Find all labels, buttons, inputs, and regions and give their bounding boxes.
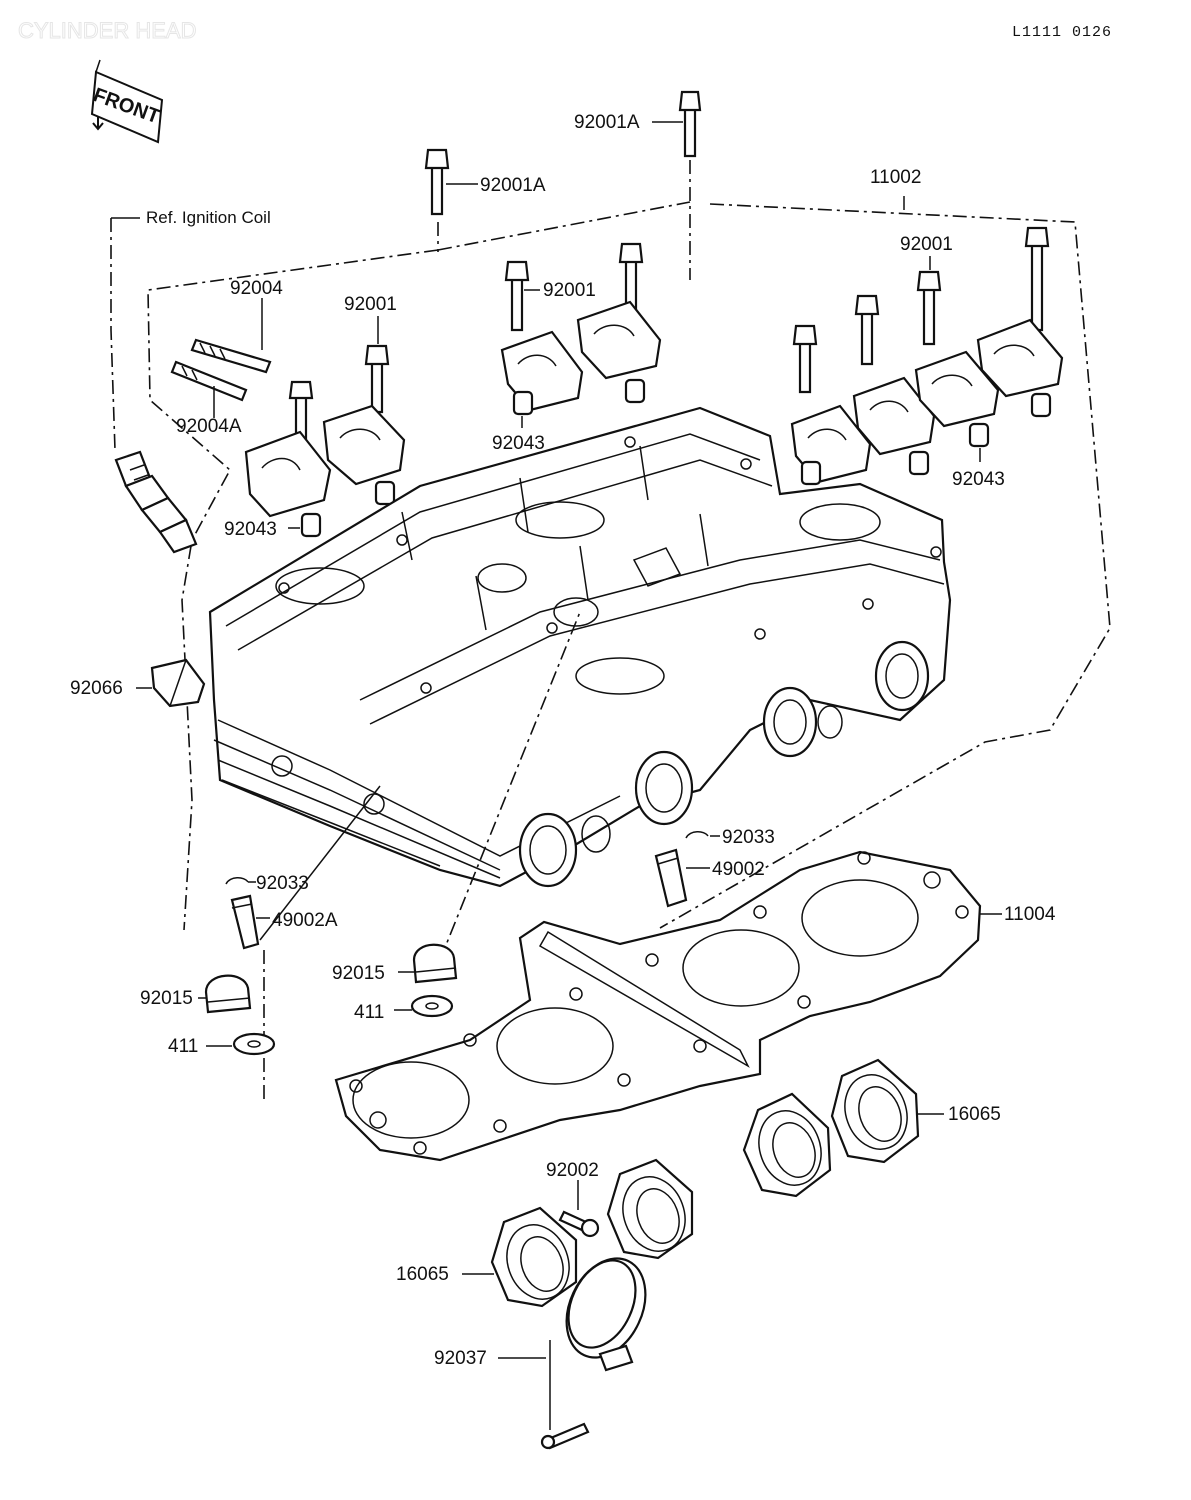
front-marker-text: FRONT: [90, 84, 162, 128]
blanking-cap-92066: [150, 658, 206, 708]
label-16065-right: 16065: [948, 1104, 1001, 1125]
label-92004a: 92004A: [176, 416, 242, 437]
camshaft-cap-right-3: [914, 350, 1000, 428]
dowel-right-4: [1030, 392, 1052, 418]
ignition-coil-reference: Ref. Ignition Coil: [111, 208, 271, 227]
bolt-92001-center: [504, 260, 530, 332]
cylinder-head-11002: [208, 406, 952, 888]
label-411-left: 411: [168, 1036, 198, 1057]
dowel-right-2: [908, 450, 930, 476]
front-marker: FRONT: [90, 59, 164, 144]
oring-92033-left: [225, 877, 249, 885]
dowel-center-2: [624, 378, 646, 404]
dowel-right-1: [800, 460, 822, 486]
intake-port-4: [874, 640, 930, 712]
label-92015-center: 92015: [332, 963, 385, 984]
bolt-right-1: [792, 324, 818, 394]
intake-holder-16065-right-1: [742, 1092, 832, 1198]
washer-411-left: [232, 1032, 276, 1056]
label-92001a-top: 92001A: [574, 112, 640, 133]
intake-holder-16065-left-2: [606, 1158, 694, 1260]
label-16065-left: 16065: [396, 1264, 449, 1285]
bolt-right-2: [854, 294, 880, 366]
label-92043-right: 92043: [952, 469, 1005, 490]
valve-guide-49002: [654, 848, 688, 908]
intake-port-3: [762, 686, 818, 758]
valve-guide-49002a: [230, 894, 260, 950]
clamp-92037: [540, 1257, 647, 1450]
label-11002: 11002: [870, 167, 921, 188]
camshaft-cap-right-4: [976, 318, 1064, 398]
cylinder-head-outline-11002: [110, 160, 1111, 931]
camshaft-cap-center-2: [576, 300, 662, 380]
label-92043-left: 92043: [224, 519, 277, 540]
stud-92004a: [170, 360, 248, 402]
camshaft-cap-left-1: [244, 430, 332, 518]
stud-92004: [190, 338, 272, 374]
label-92001a-mid: 92001A: [480, 175, 546, 196]
dowel-center-1: [512, 390, 534, 416]
ignition-coil-reference-text: Ref. Ignition Coil: [146, 208, 271, 227]
diagram-code: L1111 0126: [1012, 24, 1112, 41]
label-49002a: 49002A: [272, 910, 338, 931]
label-92015-left: 92015: [140, 988, 193, 1009]
label-92033-left: 92033: [256, 873, 309, 894]
bolt-92001-left: [364, 344, 390, 414]
label-92001-left: 92001: [344, 294, 397, 315]
camshaft-cap-left-2: [322, 404, 406, 486]
label-92066: 92066: [70, 678, 123, 699]
intake-holder-16065-left-1: [490, 1206, 578, 1308]
washer-411-center: [410, 994, 454, 1018]
label-92002: 92002: [546, 1160, 599, 1181]
label-92001-right: 92001: [900, 234, 953, 255]
camshaft-cap-center-1: [500, 330, 584, 412]
label-49002: 49002: [712, 859, 765, 880]
bolt-92001a-mid: [424, 148, 450, 216]
camshaft-cap-right-2: [852, 376, 936, 456]
bolt-right-4: [1024, 226, 1050, 332]
cap-nut-92015-center: [412, 943, 458, 984]
label-11004: 11004: [1004, 904, 1056, 925]
diagram-title: CYLINDER HEAD: [18, 18, 196, 43]
screw-92002: [558, 1210, 600, 1238]
cap-nut-92015-left: [204, 974, 252, 1014]
head-gasket-11004: [334, 850, 982, 1162]
dowel-left-2: [374, 480, 396, 506]
label-92043-center: 92043: [492, 433, 545, 454]
label-92001-center: 92001: [543, 280, 596, 301]
bolt-92001a-top: [678, 90, 702, 158]
spark-plug: [114, 450, 198, 554]
label-411-center: 411: [354, 1002, 384, 1023]
dowel-left-1: [300, 512, 322, 538]
label-92033-right: 92033: [722, 827, 775, 848]
intake-holder-16065-right-2: [830, 1058, 920, 1164]
oring-92033-right: [685, 831, 709, 839]
label-92004: 92004: [230, 278, 283, 299]
dowel-right-3: [968, 422, 990, 448]
bolt-92001-right: [916, 270, 942, 346]
label-92037: 92037: [434, 1348, 487, 1369]
intake-port-1: [518, 812, 578, 888]
intake-port-2: [634, 750, 694, 826]
